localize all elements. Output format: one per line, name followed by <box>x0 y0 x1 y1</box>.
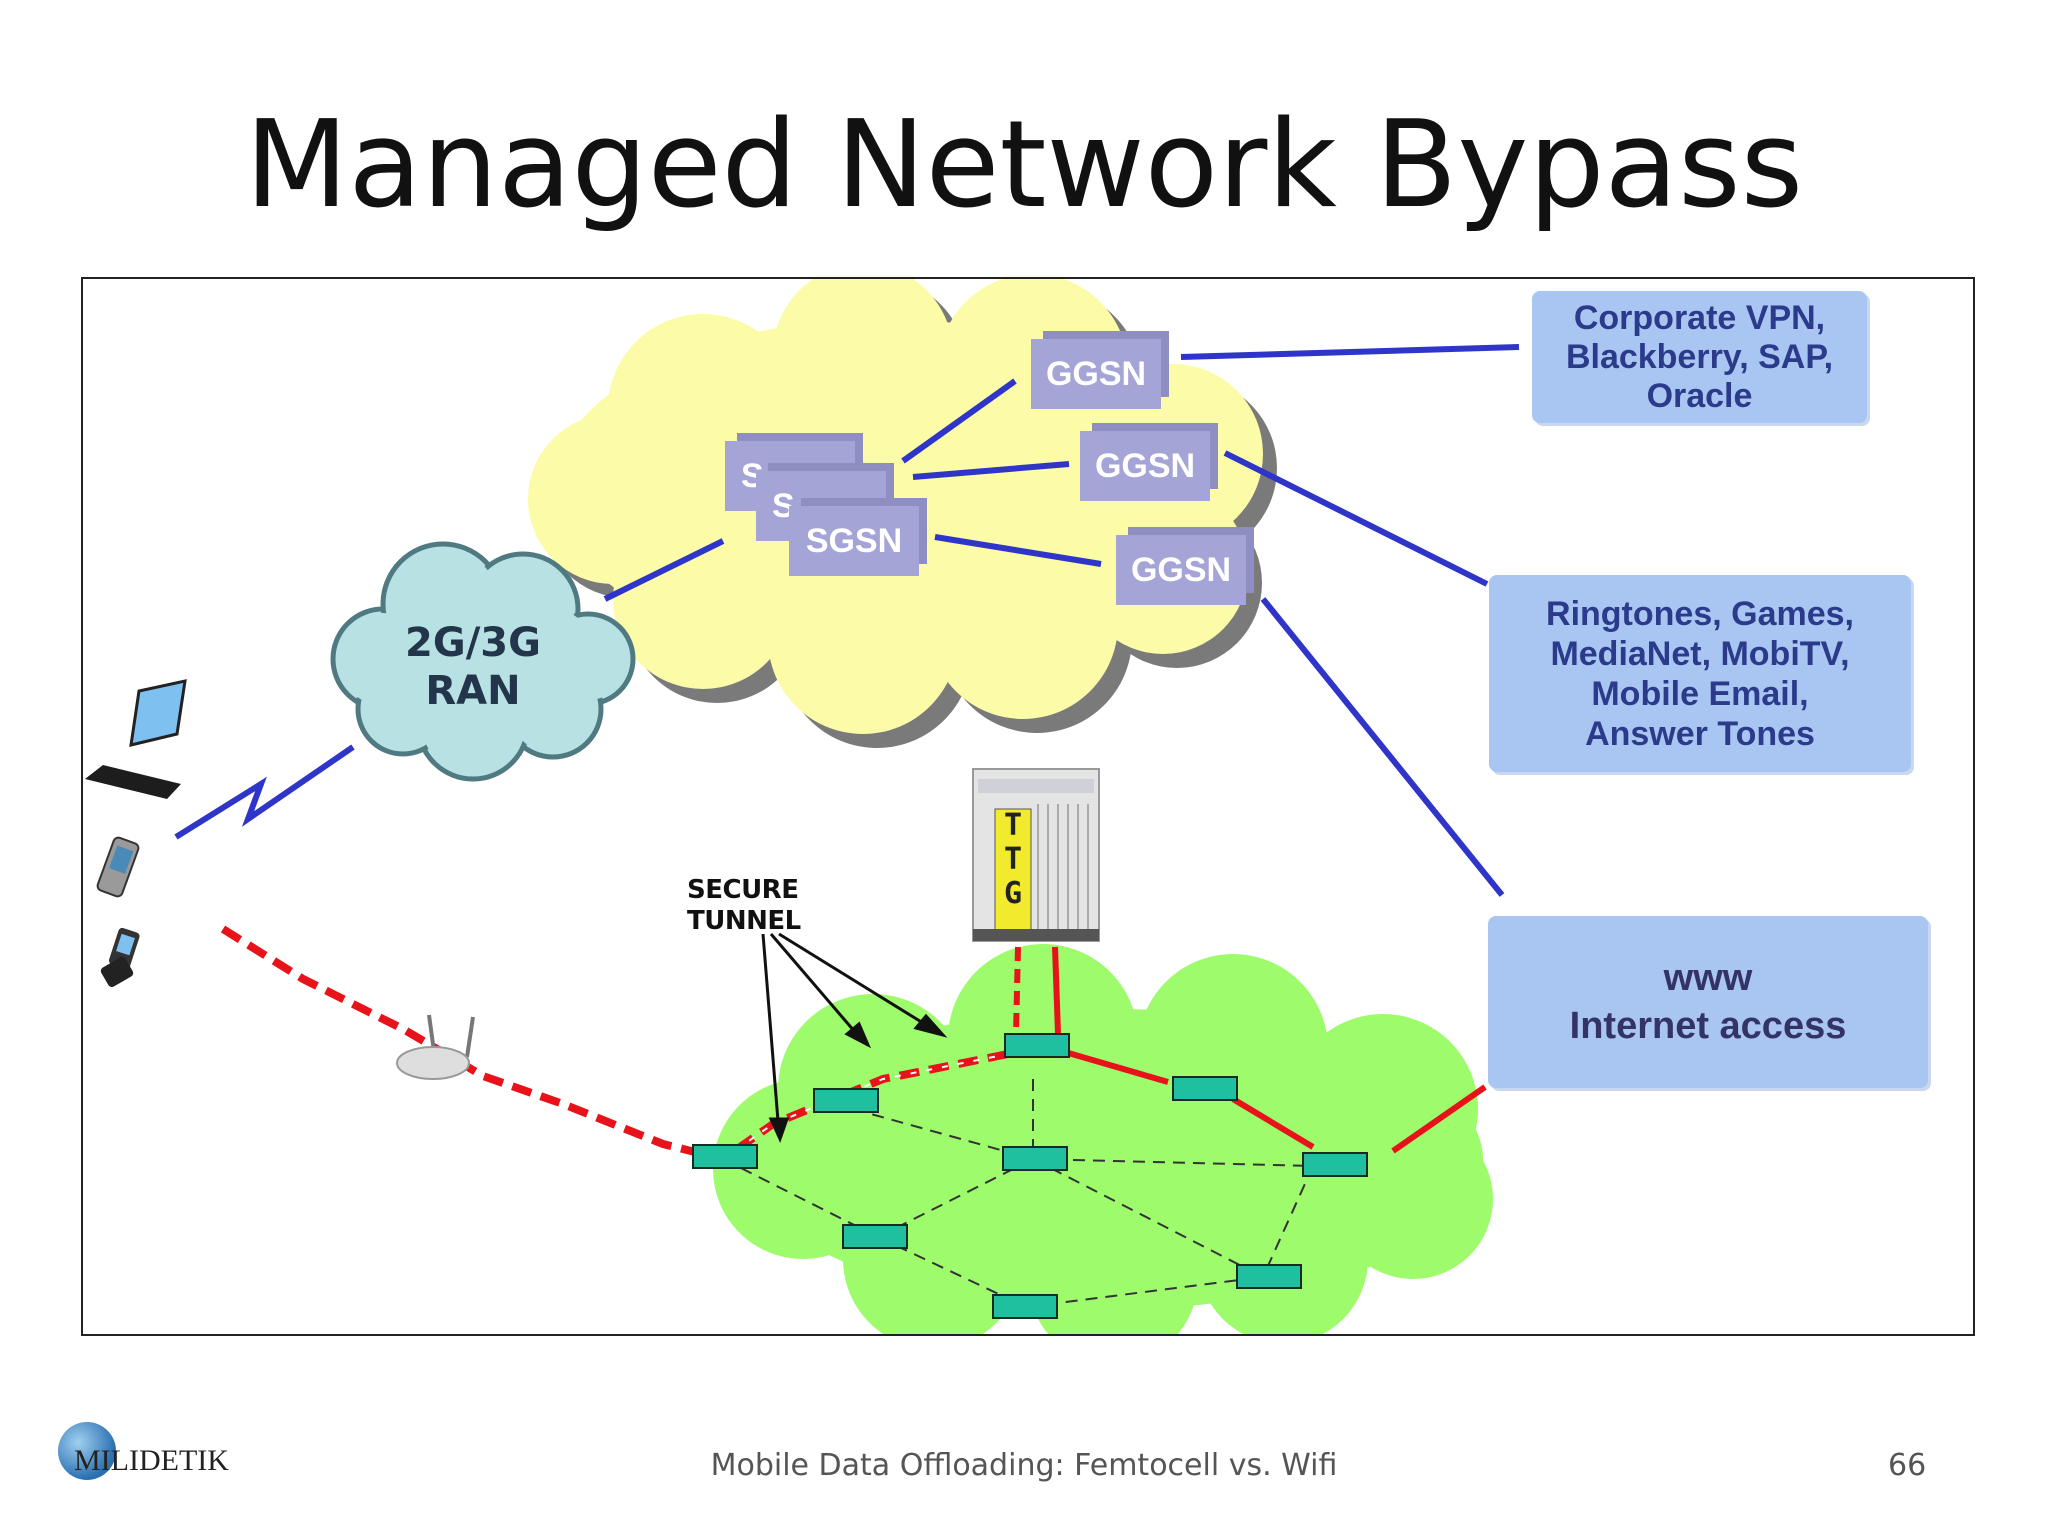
mesh-node <box>1004 1033 1070 1058</box>
mesh-nodes <box>692 1033 1368 1319</box>
tunnel-arrows <box>761 932 948 1144</box>
service-line: www <box>1663 957 1753 999</box>
mesh-node <box>1002 1146 1068 1171</box>
mesh-node <box>992 1294 1058 1319</box>
mesh-node <box>1236 1264 1302 1289</box>
service-line: Oracle <box>1646 376 1753 415</box>
ttg-gateway <box>972 768 1100 942</box>
company-logo-text: MILIDETIK <box>74 1444 229 1477</box>
service-line: Internet access <box>1569 1005 1847 1047</box>
company-logo <box>58 1422 116 1480</box>
ttg-label: T T G <box>995 809 1031 911</box>
slide-title: Managed Network Bypass <box>244 96 1804 235</box>
secure-tunnel-label: SECURE TUNNEL <box>687 875 847 937</box>
page-number: 66 <box>1888 1448 1927 1483</box>
ran-label-line: RAN <box>425 668 521 714</box>
smartphone-icon <box>96 836 140 898</box>
network-diagram: S S SGSN GGSN GGSN GGSN 2G/3G RAN T T G … <box>81 277 1975 1336</box>
mesh-node <box>1172 1076 1238 1101</box>
service-line: Ringtones, Games, <box>1546 594 1854 633</box>
secure-tunnel-line: SECURE <box>687 875 799 905</box>
sgsn-node: SGSN <box>789 506 919 576</box>
wifi-access-point-icon <box>396 1014 475 1080</box>
service-line: Mobile Email, <box>1591 674 1809 713</box>
flip-phone-icon <box>100 927 140 988</box>
ran-label: 2G/3G RAN <box>373 619 573 715</box>
ttg-letter: T <box>1003 808 1023 843</box>
service-line: Answer Tones <box>1585 714 1815 753</box>
service-line: Blackberry, SAP, <box>1565 337 1834 376</box>
corporate-services-box: Corporate VPN, Blackberry, SAP, Oracle <box>1532 291 1867 423</box>
diagram-canvas <box>85 279 1520 1334</box>
ttg-letter: G <box>1003 876 1023 911</box>
ip-network-cloud <box>713 944 1493 1334</box>
content-services-box: Ringtones, Games, MediaNet, MobiTV, Mobi… <box>1489 575 1911 772</box>
blue-links <box>174 344 1520 897</box>
laptop-icon <box>85 679 187 799</box>
ggsn-node: GGSN <box>1031 339 1161 409</box>
internet-access-box: www Internet access <box>1488 916 1928 1088</box>
ggsn-node: GGSN <box>1116 535 1246 605</box>
mesh-node <box>813 1088 879 1113</box>
ggsn-node: GGSN <box>1080 431 1210 501</box>
service-line: Corporate VPN, <box>1573 298 1826 337</box>
ran-cloud <box>330 541 636 782</box>
ran-label-line: 2G/3G <box>405 620 541 666</box>
mesh-node <box>1302 1152 1368 1177</box>
service-line: MediaNet, MobiTV, <box>1550 634 1850 673</box>
mesh-node <box>692 1144 758 1169</box>
ttg-letter: T <box>1003 842 1023 877</box>
mesh-node <box>842 1224 908 1249</box>
footer-caption: Mobile Data Offloading: Femtocell vs. Wi… <box>710 1448 1338 1483</box>
secure-tunnel-line: TUNNEL <box>687 906 801 936</box>
